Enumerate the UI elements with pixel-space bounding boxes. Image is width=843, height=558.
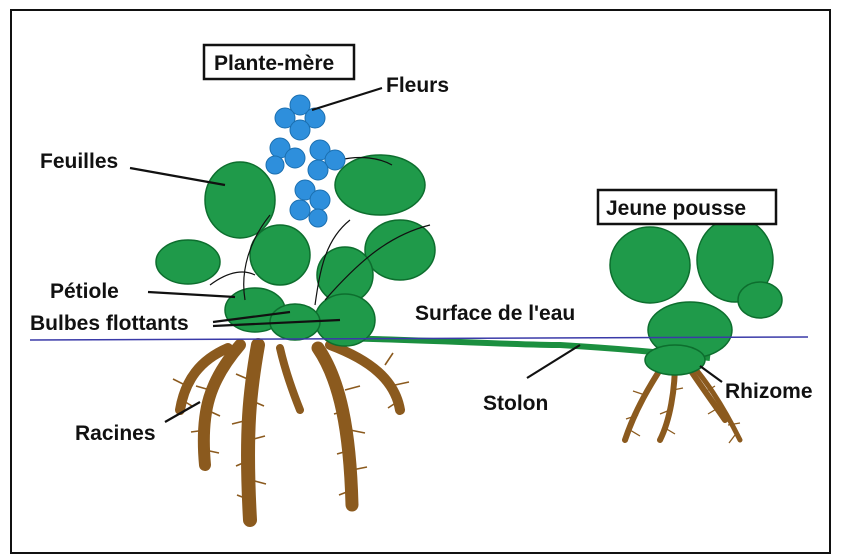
label-rhizome: Rhizome — [725, 380, 813, 403]
label-jeune-pousse: Jeune pousse — [606, 197, 746, 220]
label-plante-mere: Plante-mère — [214, 52, 334, 75]
label-racines: Racines — [75, 422, 156, 445]
mother-roots — [173, 345, 409, 520]
label-fleurs: Fleurs — [386, 74, 449, 97]
mother-leaves — [156, 155, 435, 346]
label-petiole: Pétiole — [50, 280, 119, 303]
label-surface-eau: Surface de l'eau — [415, 302, 575, 325]
flowers — [266, 95, 345, 227]
label-bulbes-flottants: Bulbes flottants — [30, 312, 189, 335]
label-stolon: Stolon — [483, 392, 548, 415]
label-feuilles: Feuilles — [40, 150, 118, 173]
